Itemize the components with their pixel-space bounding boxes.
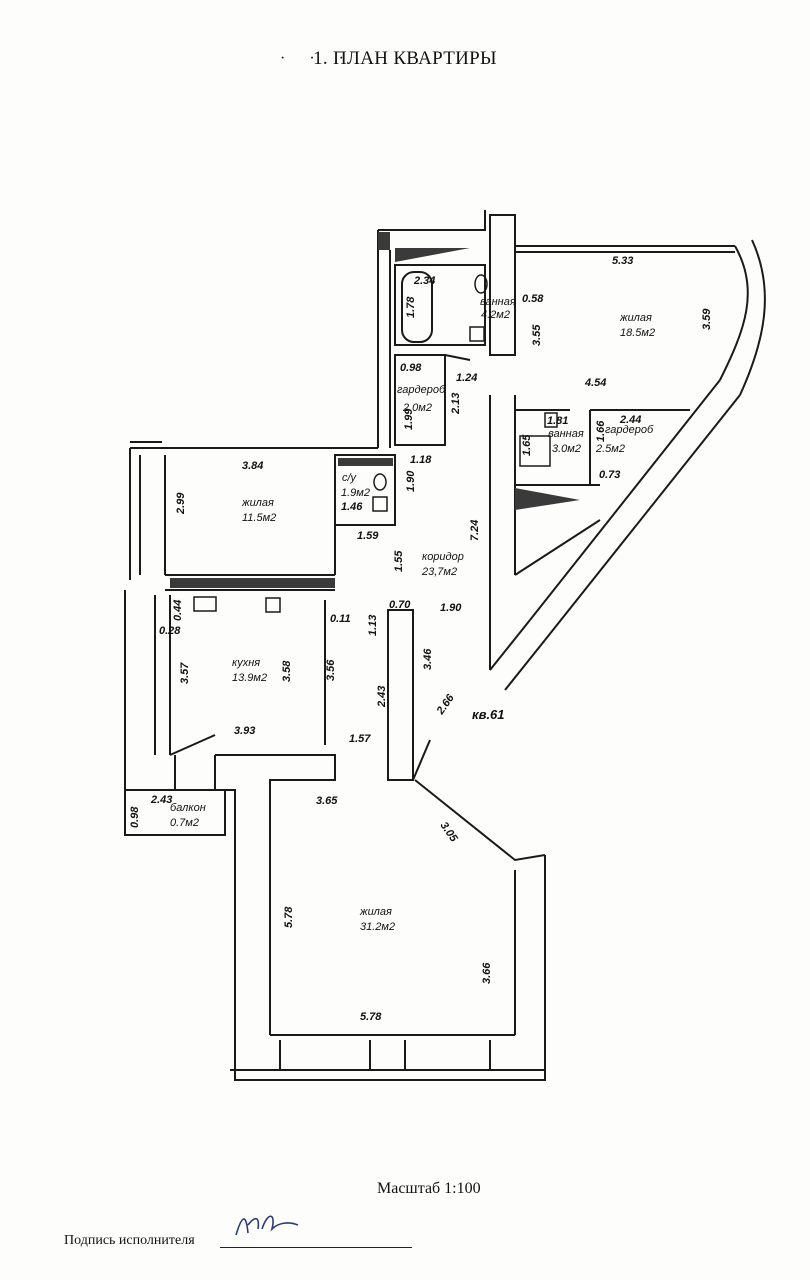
room-name-wc: с/у: [342, 472, 358, 484]
title-dots: · · ·: [280, 50, 354, 67]
dim-label: 1.13: [367, 615, 379, 636]
dim-label: 0.28: [159, 625, 181, 637]
dim-label: 1.24: [456, 372, 477, 384]
dim-label: 0.98: [400, 362, 422, 374]
dim-label: 2.43: [376, 686, 388, 708]
dim-label: 1.57: [349, 733, 371, 745]
room-area-living-ne: 18.5м2: [620, 327, 655, 339]
room-name-corridor: коридор: [422, 551, 464, 563]
dim-label: 5.78: [360, 1011, 382, 1023]
dim-label: 0.11: [330, 613, 351, 625]
room-name-living-w: жилая: [241, 497, 274, 509]
room-name-wardrobe-2: гардероб: [605, 424, 654, 436]
dim-label: 2.43: [150, 794, 172, 806]
stove-icon: [193, 596, 217, 612]
dim-label: 3.93: [234, 725, 255, 737]
signature-line: [220, 1247, 412, 1248]
dim-label: 3.56: [325, 659, 337, 681]
room-area-bath-top: 4.2м2: [481, 309, 510, 321]
dim-label: 3.55: [531, 324, 543, 346]
toilet-icon: [373, 473, 387, 491]
signature-label: Подпись исполнителя: [64, 1233, 195, 1248]
dim-label: 3.05: [438, 820, 461, 845]
dim-label: 4.54: [584, 377, 606, 389]
sink-icon: [265, 597, 281, 613]
dim-label: 1.46: [341, 501, 363, 513]
dim-label: 5.78: [283, 906, 295, 928]
room-name-balcony: балкон: [170, 802, 206, 814]
room-name-kitchen: кухня: [232, 657, 260, 669]
scale-label: Масштаб 1:100: [377, 1180, 481, 1197]
dim-label: 2.34: [413, 275, 435, 287]
dim-label: 3.84: [242, 460, 263, 472]
page-title: 1. ПЛАН КВАРТИРЫ: [313, 48, 497, 69]
sink-icon: [544, 412, 558, 428]
dim-label: 2.13: [450, 393, 462, 415]
room-name-living-ne: жилая: [619, 312, 652, 324]
toilet-icon: [474, 274, 488, 294]
shower-icon: [519, 435, 551, 467]
dim-label: 0.98: [129, 806, 141, 828]
room-area-wardrobe-2: 2.5м2: [595, 443, 625, 455]
room-name-wardrobe-1: гардероб: [397, 384, 446, 396]
room-area-corridor: 23,7м2: [421, 566, 457, 578]
dim-label: 3.58: [281, 660, 293, 682]
dim-label: 1.78: [405, 296, 417, 318]
room-area-wardrobe-1: 2.0м2: [402, 402, 432, 414]
dim-label: 3.65: [316, 795, 338, 807]
dim-label: 3.57: [179, 662, 191, 684]
room-area-bath-right: 3.0м2: [552, 443, 581, 455]
dim-label: 1.99: [403, 408, 415, 430]
room-area-living-big: 31.2м2: [360, 921, 395, 933]
dim-label: 2.44: [619, 414, 641, 426]
dim-label: 2.99: [175, 492, 187, 515]
dim-label: 0.73: [599, 469, 620, 481]
room-area-wc: 1.9м2: [341, 487, 370, 499]
dim-label: 2.66: [434, 692, 457, 718]
room-name-living-big: жилая: [359, 906, 392, 918]
dim-label: 3.66: [481, 962, 493, 984]
dim-label: 1.90: [405, 470, 417, 492]
room-area-kitchen: 13.9м2: [232, 672, 267, 684]
dim-label: 1.18: [410, 454, 432, 466]
dim-label: 0.58: [522, 293, 544, 305]
room-name-bath-right: ванная: [548, 428, 584, 440]
dim-label: 5.33: [612, 255, 633, 267]
dim-label: 1.55: [393, 550, 405, 572]
apartment-label: кв.61: [472, 707, 505, 722]
room-name-bath-top: ванная: [480, 296, 516, 308]
dim-label: 0.70: [389, 599, 411, 611]
room-area-balcony: 0.7м2: [170, 817, 199, 829]
handwritten-signature: [235, 1215, 299, 1236]
room-area-living-w: 11.5м2: [242, 512, 276, 524]
dim-label: 0.44: [172, 600, 184, 621]
dim-label: 1.65: [521, 434, 533, 456]
sink-icon: [469, 326, 485, 342]
sink-icon: [372, 496, 388, 512]
dim-label: 3.59: [701, 308, 713, 330]
dim-label: 3.46: [422, 648, 434, 670]
dim-label: 1.90: [440, 602, 462, 614]
dim-label: 1.66: [595, 420, 607, 442]
dim-label: 7.24: [469, 520, 481, 541]
dim-label: 1.59: [357, 530, 379, 542]
